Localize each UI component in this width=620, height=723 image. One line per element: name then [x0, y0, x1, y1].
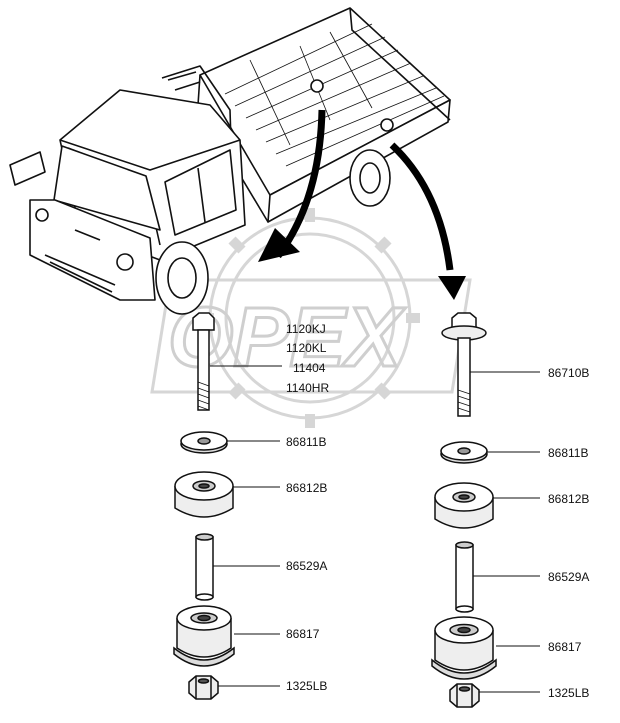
left-bolt-label-3: 11404 [293, 361, 326, 375]
right-bolt-label: 86710B [548, 366, 589, 380]
right-leader-lines [470, 371, 540, 693]
right-bolt [441, 312, 487, 417]
right-spacer-label: 86529A [548, 570, 589, 584]
left-labels: 1120KJ 1120KL 11404 1140HR 86811B 86812B… [286, 322, 329, 693]
left-leader-lines [210, 365, 282, 687]
left-spacer-tube [195, 533, 214, 601]
callout-arrows [258, 109, 466, 300]
right-upper-bushing-label: 86812B [548, 492, 589, 506]
right-lower-bushing [431, 616, 497, 680]
left-bolt-label-4: 1140HR [286, 381, 329, 395]
right-upper-bushing [434, 482, 494, 529]
left-bolt [192, 312, 215, 411]
left-bolt-label-2: 1120KL [286, 341, 327, 355]
left-spacer-label: 86529A [286, 559, 327, 573]
left-nut [188, 675, 219, 700]
right-nut [449, 683, 480, 708]
truck-illustration [9, 7, 451, 315]
right-washer-label: 86811B [548, 446, 588, 460]
right-lower-bushing-label: 86817 [548, 640, 582, 654]
left-mount-stack [173, 312, 235, 700]
right-spacer-tube [455, 541, 474, 613]
left-washer [180, 431, 228, 454]
left-nut-label: 1325LB [286, 679, 327, 693]
left-bolt-label-1: 1120KJ [286, 322, 326, 336]
left-washer-label: 86811B [286, 435, 326, 449]
right-nut-label: 1325LB [548, 686, 589, 700]
right-mount-stack [431, 312, 497, 708]
left-upper-bushing [174, 471, 234, 518]
left-upper-bushing-label: 86812B [286, 481, 327, 495]
left-lower-bushing-label: 86817 [286, 627, 320, 641]
right-labels: 86710B 86811B 86812B 86529A 86817 1325LB [548, 366, 589, 700]
right-washer [440, 441, 488, 464]
left-lower-bushing [173, 605, 235, 667]
